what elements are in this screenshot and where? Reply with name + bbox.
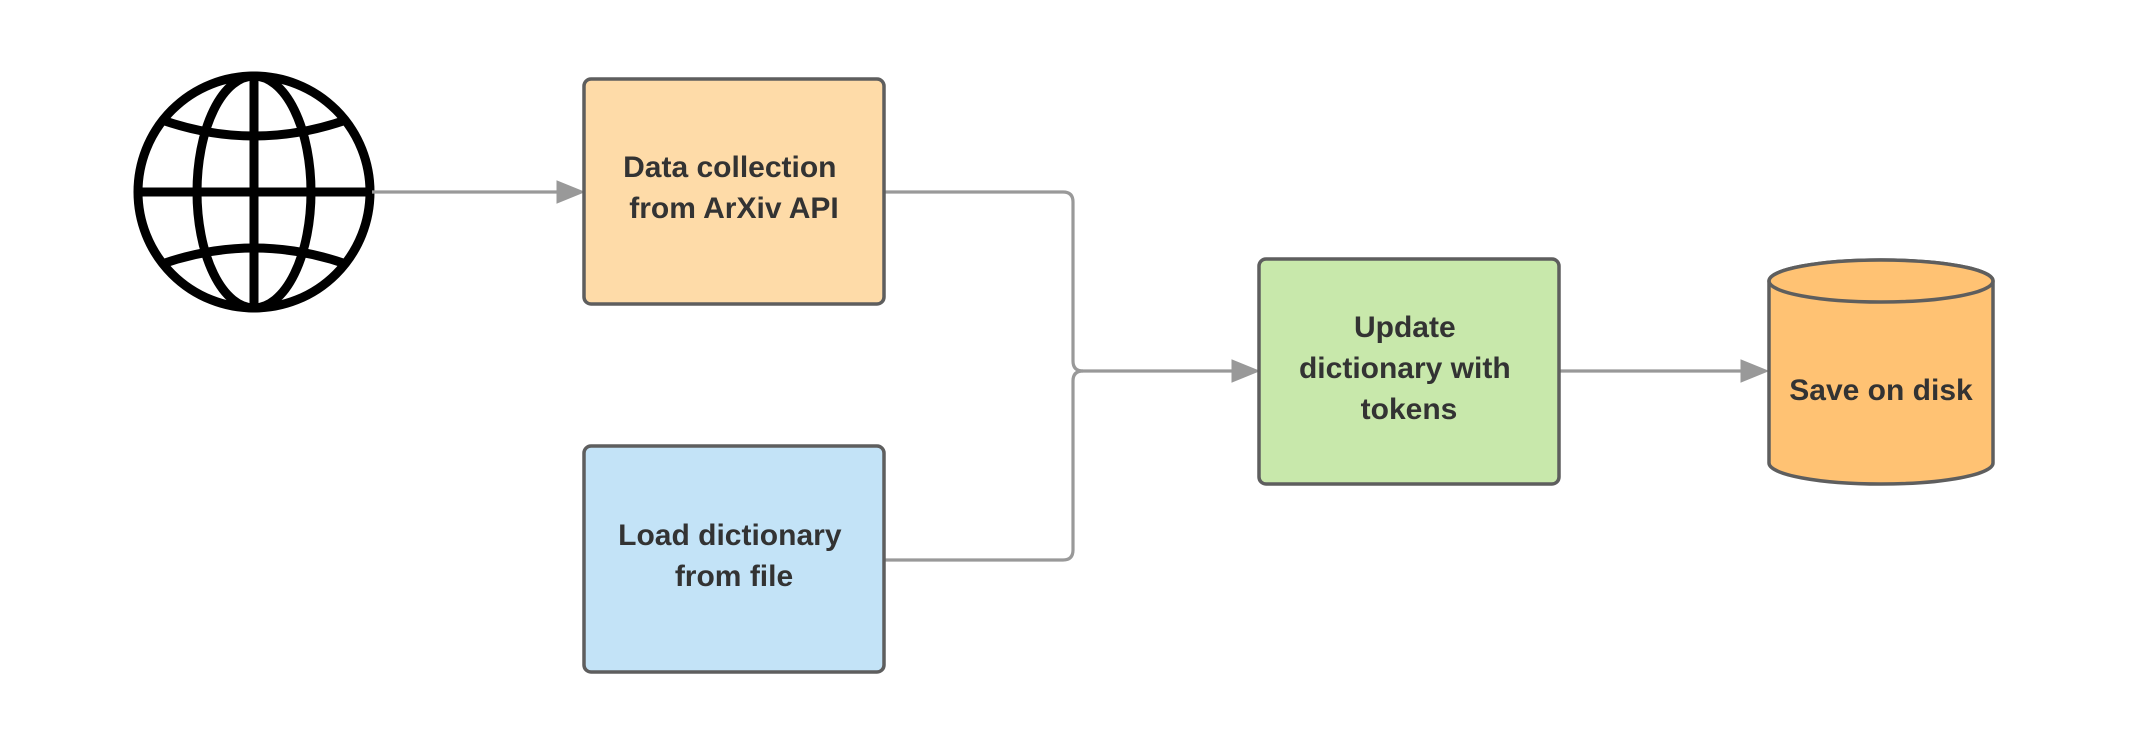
node-save-on-disk-label: Save on disk — [1789, 374, 1973, 407]
connector-load-to-update — [885, 369, 1084, 562]
globe-icon — [133, 71, 375, 313]
node-save-on-disk-top — [1767, 258, 1995, 304]
node-update-dictionary-line1: Update — [1354, 311, 1456, 344]
connector-globe-to-collection — [372, 180, 586, 204]
node-update-dictionary-line3: tokens — [1361, 393, 1458, 426]
node-load-dictionary-line1: Load dictionary — [618, 519, 842, 552]
node-update-dictionary-line2: dictionary with — [1299, 352, 1511, 385]
node-load-dictionary-label: Load dictionary from file — [618, 519, 850, 593]
node-data-collection-label: Data collection from ArXiv API — [623, 151, 845, 225]
node-load-dictionary-line2: from file — [675, 560, 793, 593]
node-data-collection-box — [582, 77, 886, 306]
connectors — [372, 180, 1770, 562]
node-save-on-disk: Save on disk — [1767, 258, 1995, 486]
connector-collection-to-update — [885, 190, 1234, 373]
node-data-collection: Data collection from ArXiv API — [582, 77, 886, 306]
node-update-dictionary: Update dictionary with tokens — [1257, 257, 1561, 486]
node-data-collection-line2: from ArXiv API — [629, 192, 839, 225]
node-load-dictionary: Load dictionary from file — [582, 444, 886, 674]
node-load-dictionary-box — [582, 444, 886, 674]
node-update-dictionary-box — [1257, 257, 1561, 486]
connector-update-to-save — [1560, 359, 1770, 383]
node-update-dictionary-label: Update dictionary with tokens — [1299, 311, 1519, 426]
node-data-collection-line1: Data collection — [623, 151, 836, 184]
arrowhead-update — [1231, 359, 1261, 383]
